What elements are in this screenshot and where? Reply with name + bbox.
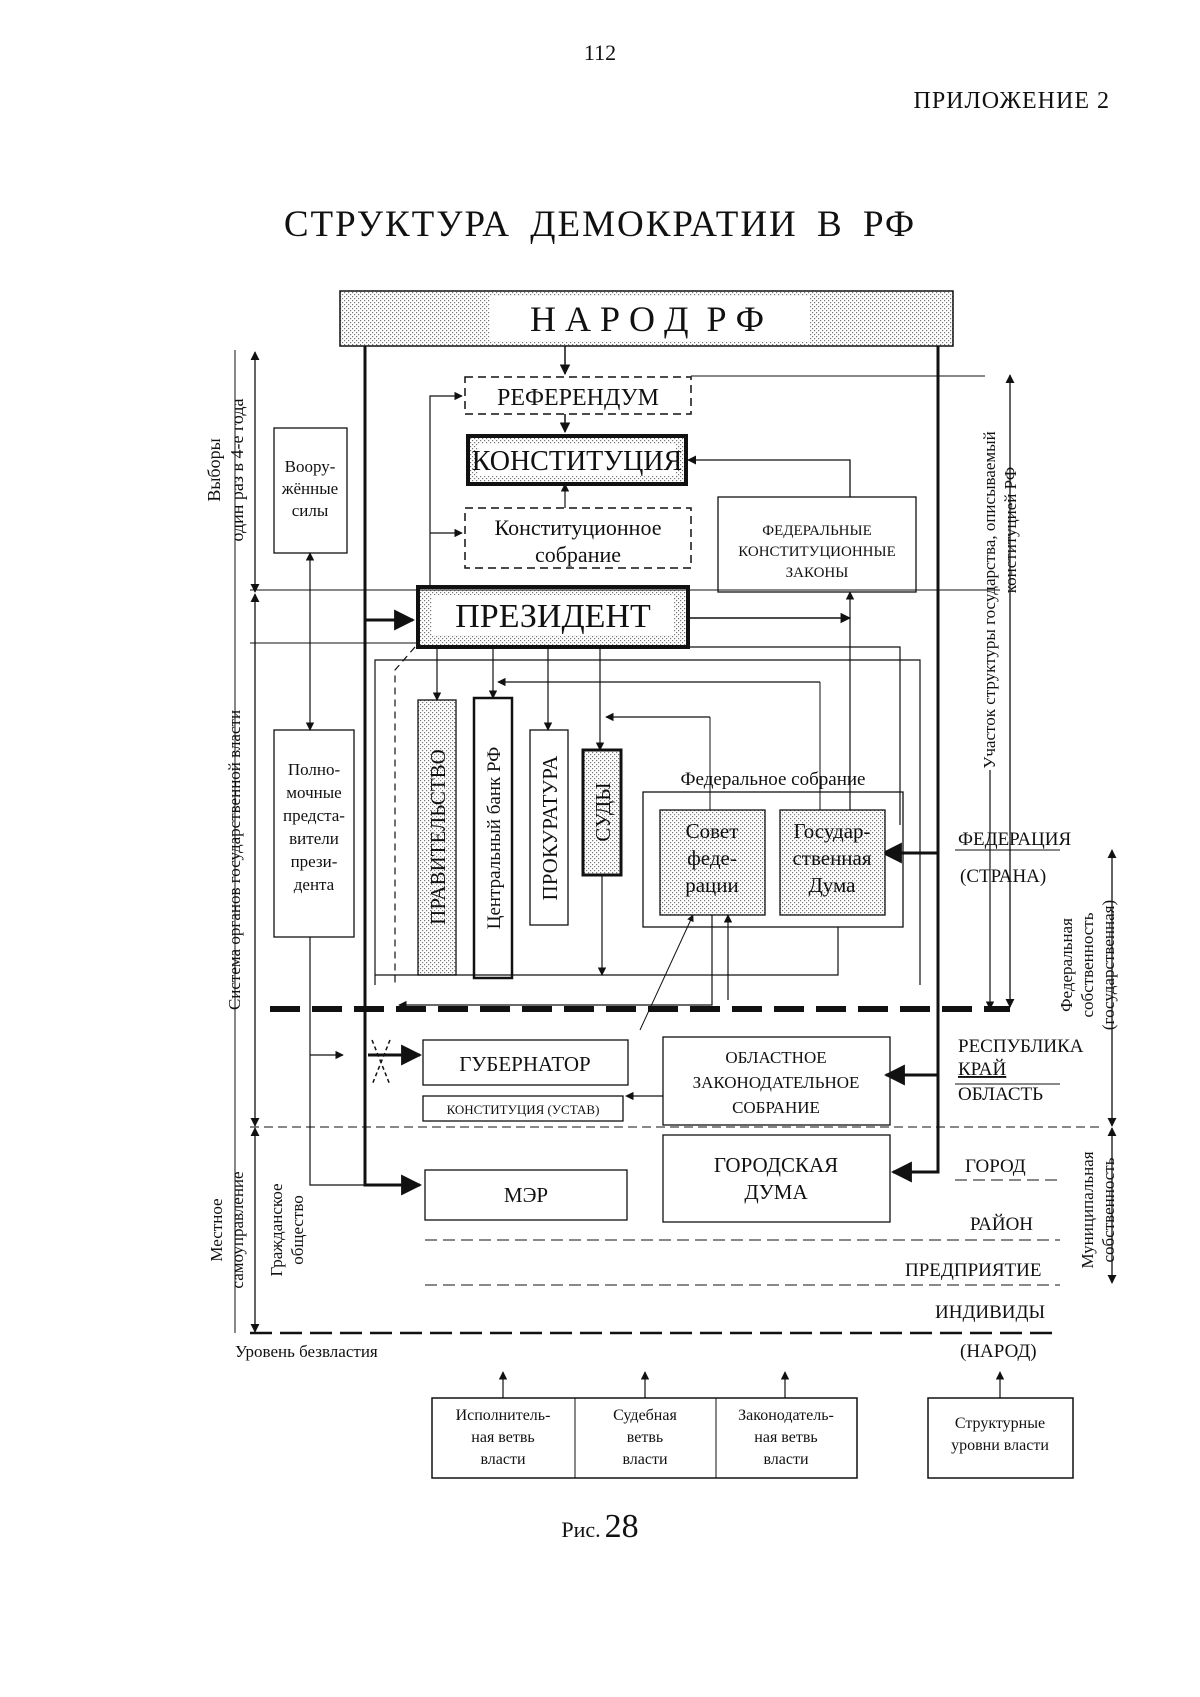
state-duma-box xyxy=(779,809,886,916)
armed-forces-line3: силы xyxy=(292,501,329,520)
plenipotentiaries-line5: прези- xyxy=(291,852,338,871)
federal-property-line3: (государственная) xyxy=(1099,900,1118,1030)
legend-judicial-line1: Судебная xyxy=(613,1407,677,1424)
government-label: ПРАВИТЕЛЬСТВО xyxy=(426,749,450,925)
regional-assembly-line2: ЗАКОНОДАТЕЛЬНОЕ xyxy=(693,1073,860,1092)
caption-number: 28 xyxy=(604,1508,639,1545)
regional-assembly-box xyxy=(662,1036,891,1126)
state-duma-line2: ственная xyxy=(792,846,871,870)
legend-executive-line1: Исполнитель- xyxy=(456,1407,551,1424)
plenipotentiaries-line4: вители xyxy=(289,829,339,848)
president-label: ПРЕЗИДЕНТ xyxy=(455,598,651,635)
regional-assembly-line1: ОБЛАСТНОЕ xyxy=(725,1048,826,1067)
federation-council-line3: рации xyxy=(685,873,739,897)
regional-assembly-line3: СОБРАНИЕ xyxy=(732,1098,820,1117)
diagram-title: СТРУКТУРА ДЕМОКРАТИИ В РФ xyxy=(283,204,917,245)
municipal-property-line1: Муниципальная xyxy=(1078,1151,1097,1268)
legend-legislative-line2: ная ветвь xyxy=(754,1429,817,1446)
appendix-label: ПРИЛОЖЕНИЕ 2 xyxy=(913,88,1110,114)
local-line1: Местное xyxy=(207,1198,226,1261)
legend-executive-line2: ная ветвь xyxy=(471,1429,534,1446)
structure-part-line2: конституцией РФ xyxy=(1001,467,1020,593)
federal-assembly-box xyxy=(642,791,904,928)
federal-property-line2: собственность xyxy=(1078,912,1097,1017)
plenipotentiaries-line2: мочные xyxy=(286,783,341,802)
figure-caption: Рис.28 xyxy=(0,1508,1200,1546)
legend-judicial-line2: ветвь xyxy=(627,1429,663,1446)
plenipotentiaries-line1: Полно- xyxy=(288,760,341,779)
city-duma-line1: ГОРОДСКАЯ xyxy=(714,1153,838,1177)
plenipotentiaries-line6: дента xyxy=(294,875,335,894)
constitutional-assembly-line1: Конституционное xyxy=(495,515,662,540)
governor-label: ГУБЕРНАТОР xyxy=(459,1052,590,1076)
page-number: 112 xyxy=(583,40,617,65)
governor-box xyxy=(422,1039,629,1086)
level-krai: КРАЙ xyxy=(958,1059,1007,1080)
legend-levels-line2: уровни власти xyxy=(951,1437,1049,1454)
regional-constitution-box xyxy=(422,1095,624,1122)
elections-line1: Выборы xyxy=(204,438,224,501)
municipal-property-line2: собственность xyxy=(1099,1157,1118,1262)
people-label: Н А Р О Д Р Ф xyxy=(530,299,764,339)
legend-levels-line1: Структурные xyxy=(955,1415,1045,1432)
referendum-label: РЕФЕРЕНДУМ xyxy=(497,385,659,411)
level-republic: РЕСПУБЛИКА xyxy=(958,1036,1084,1057)
government-box xyxy=(417,699,457,976)
level-oblast: ОБЛАСТЬ xyxy=(958,1084,1043,1105)
state-duma-line3: Дума xyxy=(808,873,856,897)
constitutional-assembly-line2: собрание xyxy=(535,542,621,567)
mayor-box xyxy=(424,1169,628,1221)
level-anarchy: Уровень безвластия xyxy=(235,1342,378,1361)
level-city: ГОРОД xyxy=(965,1156,1026,1177)
caption-prefix: Рис. xyxy=(561,1517,601,1542)
level-district: РАЙОН xyxy=(970,1214,1033,1235)
plenipotentiaries-line3: предста- xyxy=(283,806,345,825)
level-enterprise: ПРЕДПРИЯТИЕ xyxy=(905,1260,1041,1281)
federation-council-line1: Совет xyxy=(686,819,739,843)
civil-line1: Гражданское xyxy=(267,1183,286,1276)
constitution-label: КОНСТИТУЦИЯ xyxy=(472,446,682,477)
central-bank-box xyxy=(472,696,514,980)
federal-constitutional-laws-box xyxy=(717,496,917,593)
state-system-label: Система органов государственной власти xyxy=(225,710,244,1010)
state-duma-line1: Государ- xyxy=(793,819,870,843)
city-duma-line2: ДУМА xyxy=(744,1180,808,1204)
federal-property-line1: Федеральная xyxy=(1057,918,1076,1012)
structure-part-line1: Участок структуры государства, описываем… xyxy=(980,431,999,768)
city-duma-box xyxy=(662,1134,891,1223)
fcl-line1: ФЕДЕРАЛЬНЫЕ xyxy=(762,523,872,539)
civil-line2: общество xyxy=(288,1195,307,1265)
legend-judicial-line3: власти xyxy=(622,1451,668,1468)
regional-constitution-label: КОНСТИТУЦИЯ (УСТАВ) xyxy=(447,1102,600,1117)
level-people: (НАРОД) xyxy=(960,1341,1037,1362)
federation-council-box xyxy=(659,809,766,916)
level-federation: ФЕДЕРАЦИЯ xyxy=(958,829,1071,850)
level-country: (СТРАНА) xyxy=(960,866,1046,887)
armed-forces-line2: жённые xyxy=(281,479,338,498)
fcl-line3: ЗАКОНЫ xyxy=(786,565,849,581)
plenipotentiaries-box xyxy=(273,729,355,938)
federal-assembly-label: Федеральное собрание xyxy=(681,769,866,790)
armed-forces-line1: Воору- xyxy=(285,457,336,476)
federation-council-line2: феде- xyxy=(687,846,737,870)
level-individuals: ИНДИВИДЫ xyxy=(935,1302,1045,1323)
legend-executive-line3: власти xyxy=(480,1451,526,1468)
referendum-box xyxy=(464,376,692,415)
courts-label: СУДЫ xyxy=(591,782,615,841)
prosecutor-box xyxy=(529,729,569,926)
mayor-label: МЭР xyxy=(504,1183,548,1207)
legend-legislative-line3: власти xyxy=(763,1451,809,1468)
local-line2: самоуправление xyxy=(228,1171,247,1288)
fcl-line2: КОНСТИТУЦИОННЫЕ xyxy=(738,544,896,560)
legend-legislative-line1: Законодатель- xyxy=(738,1407,834,1424)
central-bank-label: Центральный банк РФ xyxy=(484,747,505,929)
prosecutor-label: ПРОКУРАТУРА xyxy=(538,755,562,901)
elections-line2: один раз в 4-е года xyxy=(227,398,247,541)
